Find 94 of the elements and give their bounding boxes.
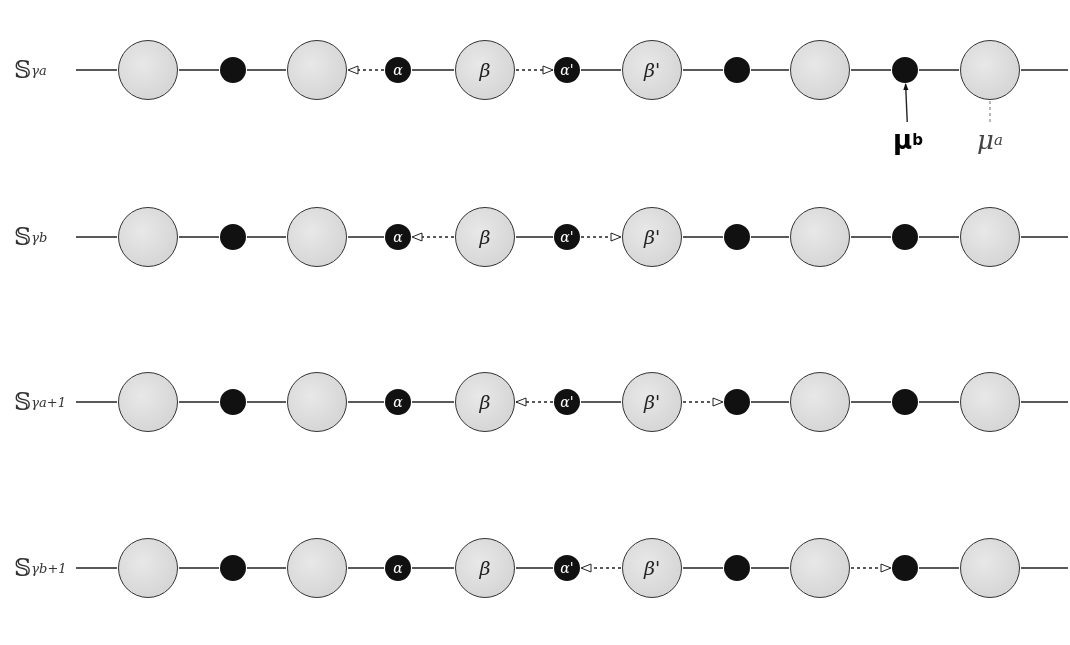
connector-line bbox=[750, 401, 790, 403]
leader-line bbox=[989, 100, 991, 123]
connector-line bbox=[682, 236, 724, 238]
arrow bbox=[347, 65, 385, 75]
connector-line bbox=[850, 69, 892, 71]
connector-line bbox=[347, 567, 385, 569]
small-dot bbox=[724, 389, 750, 415]
large-circle: β bbox=[455, 372, 515, 432]
arrow bbox=[850, 563, 892, 573]
connector-line bbox=[750, 567, 790, 569]
connector-line bbox=[347, 401, 385, 403]
large-circle: β bbox=[455, 538, 515, 598]
connector-line bbox=[1020, 69, 1069, 71]
connector-line bbox=[750, 69, 790, 71]
connector-line bbox=[178, 567, 220, 569]
small-dot bbox=[724, 555, 750, 581]
connector-line bbox=[918, 567, 960, 569]
arrow bbox=[580, 563, 622, 573]
small-dot bbox=[220, 555, 246, 581]
connector-line bbox=[515, 567, 554, 569]
large-circle bbox=[287, 538, 347, 598]
small-dot: α bbox=[385, 555, 411, 581]
connector-line bbox=[1020, 401, 1069, 403]
connector-line bbox=[918, 236, 960, 238]
connector-line bbox=[580, 401, 622, 403]
connector-line bbox=[580, 69, 622, 71]
connector-line bbox=[246, 236, 287, 238]
connector-line bbox=[411, 69, 455, 71]
connector-line bbox=[918, 401, 960, 403]
large-circle: β' bbox=[622, 372, 682, 432]
large-circle bbox=[960, 538, 1020, 598]
connector-line bbox=[411, 567, 455, 569]
small-dot bbox=[220, 224, 246, 250]
large-circle bbox=[960, 40, 1020, 100]
small-dot bbox=[892, 224, 918, 250]
arrow bbox=[682, 397, 724, 407]
connector-line bbox=[347, 236, 385, 238]
small-dot: α' bbox=[554, 555, 580, 581]
connector-line bbox=[918, 69, 960, 71]
large-circle bbox=[960, 207, 1020, 267]
small-dot bbox=[220, 389, 246, 415]
small-dot: α' bbox=[554, 224, 580, 250]
large-circle bbox=[287, 372, 347, 432]
arrow bbox=[515, 65, 554, 75]
large-circle bbox=[287, 40, 347, 100]
small-dot bbox=[892, 57, 918, 83]
connector-line bbox=[75, 236, 118, 238]
connector-line bbox=[178, 236, 220, 238]
large-circle bbox=[118, 538, 178, 598]
large-circle bbox=[790, 372, 850, 432]
large-circle bbox=[118, 40, 178, 100]
connector-line bbox=[411, 401, 455, 403]
arrow bbox=[580, 232, 622, 242]
connector-line bbox=[246, 69, 287, 71]
large-circle: β' bbox=[622, 207, 682, 267]
large-circle bbox=[790, 538, 850, 598]
arrow bbox=[411, 232, 455, 242]
large-circle: β bbox=[455, 40, 515, 100]
connector-line bbox=[246, 401, 287, 403]
connector-line bbox=[75, 69, 118, 71]
small-dot bbox=[220, 57, 246, 83]
large-circle bbox=[287, 207, 347, 267]
connector-line bbox=[515, 236, 554, 238]
connector-line bbox=[682, 69, 724, 71]
connector-line bbox=[750, 236, 790, 238]
small-dot: α bbox=[385, 389, 411, 415]
large-circle bbox=[118, 372, 178, 432]
small-dot bbox=[892, 555, 918, 581]
connector-line bbox=[178, 69, 220, 71]
connector-line bbox=[1020, 236, 1069, 238]
connector-line bbox=[850, 401, 892, 403]
large-circle: β bbox=[455, 207, 515, 267]
small-dot bbox=[724, 224, 750, 250]
large-circle: β' bbox=[622, 40, 682, 100]
small-dot: α bbox=[385, 57, 411, 83]
arrow bbox=[515, 397, 554, 407]
large-circle bbox=[960, 372, 1020, 432]
connector-line bbox=[1020, 567, 1069, 569]
large-circle bbox=[790, 40, 850, 100]
small-dot bbox=[724, 57, 750, 83]
connector-line bbox=[75, 567, 118, 569]
large-circle bbox=[790, 207, 850, 267]
small-dot bbox=[892, 389, 918, 415]
large-circle bbox=[118, 207, 178, 267]
small-dot: α bbox=[385, 224, 411, 250]
large-circle: β' bbox=[622, 538, 682, 598]
small-dot: α' bbox=[554, 389, 580, 415]
connector-line bbox=[682, 567, 724, 569]
connector-line bbox=[75, 401, 118, 403]
connector-line bbox=[178, 401, 220, 403]
leader-line bbox=[903, 83, 909, 123]
connector-line bbox=[246, 567, 287, 569]
small-dot: α' bbox=[554, 57, 580, 83]
connector-line bbox=[850, 236, 892, 238]
